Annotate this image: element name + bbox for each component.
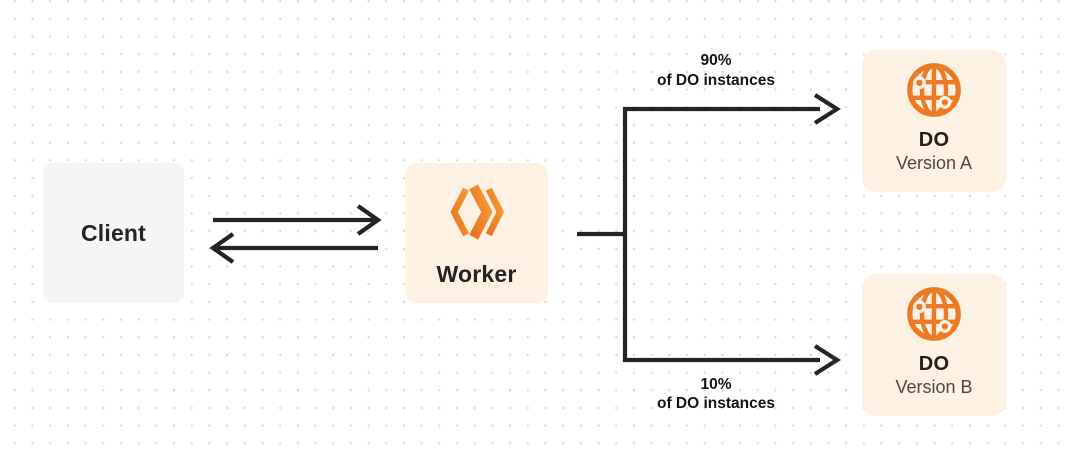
arrow-client-to-worker-head [356,204,382,236]
edge-percent-value: 90% [700,52,732,69]
do-version-a-node: DO Version A [862,50,1006,192]
client-label: Client [80,219,147,246]
arrow-to-do-b-head [813,344,841,376]
durable-object-globe-icon [905,285,963,343]
do-a-subtitle: Version A [895,153,973,173]
do-b-title: DO [918,353,950,375]
arrow-worker-to-client-head [209,232,235,264]
edge-label-10-percent: 10% of DO instances [616,375,816,413]
do-a-title: DO [918,129,950,151]
cloudflare-workers-icon [449,183,504,241]
client-node: Client [43,163,184,303]
edge-percent-caption: of DO instances [657,395,775,412]
arrow-to-do-a-head [813,93,841,125]
do-version-b-node: DO Version B [862,274,1006,416]
worker-label: Worker [436,261,517,287]
edge-percent-value: 10% [700,376,732,393]
edge-percent-caption: of DO instances [657,72,775,89]
worker-node: Worker [405,163,548,303]
durable-object-globe-icon [905,61,963,119]
edge-label-90-percent: 90% of DO instances [616,51,816,91]
do-b-subtitle: Version B [895,377,973,397]
branch-trunk [622,106,820,363]
